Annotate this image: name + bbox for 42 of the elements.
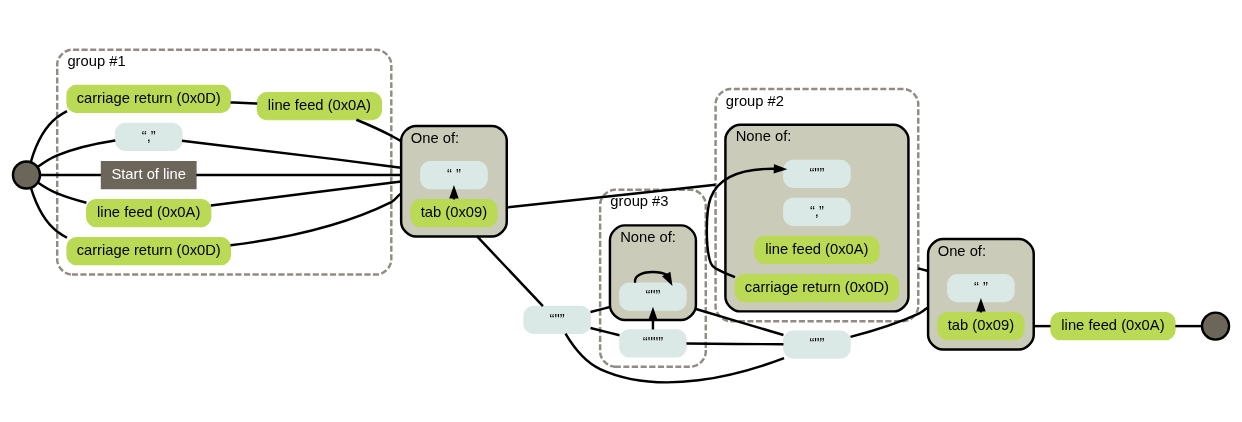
- node-box: line feed (0x0A): [86, 198, 212, 227]
- connector: [1175, 324, 1202, 327]
- connector: [686, 341, 784, 346]
- connector: [355, 118, 402, 142]
- connector: [29, 109, 68, 162]
- connector: [210, 179, 402, 207]
- connector: [36, 138, 116, 168]
- connector: [695, 307, 784, 336]
- connector: [196, 173, 402, 176]
- node-box: “,”: [783, 197, 851, 226]
- connector: [29, 187, 68, 239]
- node-box: line feed (0x0A): [1050, 311, 1176, 340]
- connector: [590, 305, 611, 313]
- node-circle: [1200, 310, 1231, 341]
- connector: [37, 181, 87, 204]
- connector: [506, 183, 716, 209]
- connector: [40, 173, 101, 176]
- connector: [181, 138, 402, 169]
- arrow: [705, 163, 788, 278]
- connector: [917, 266, 929, 272]
- node-box: carriage return (0x0D): [66, 84, 231, 113]
- arrow: [633, 270, 673, 286]
- node-box: “,”: [114, 122, 183, 151]
- node-box: “ ”: [420, 160, 488, 189]
- node-box: line feed (0x0A): [754, 235, 880, 264]
- node-box: “"”: [523, 305, 591, 334]
- node-box: “"”: [783, 329, 851, 359]
- connector: [850, 306, 929, 338]
- node-box: Start of line: [100, 160, 197, 189]
- node-box: carriage return (0x0D): [734, 273, 900, 302]
- node-box: carriage return (0x0D): [66, 236, 231, 265]
- connector: [230, 191, 402, 246]
- connector: [564, 332, 785, 384]
- connector: [230, 100, 258, 105]
- node-box: “ ”: [947, 273, 1015, 302]
- node-box: “"”: [783, 159, 851, 188]
- node-box: “"”: [619, 282, 687, 311]
- connector: [476, 235, 544, 307]
- node-box: line feed (0x0A): [256, 91, 383, 120]
- node-box: “""”: [619, 328, 687, 357]
- connector: [590, 326, 620, 336]
- node-circle: [11, 159, 42, 190]
